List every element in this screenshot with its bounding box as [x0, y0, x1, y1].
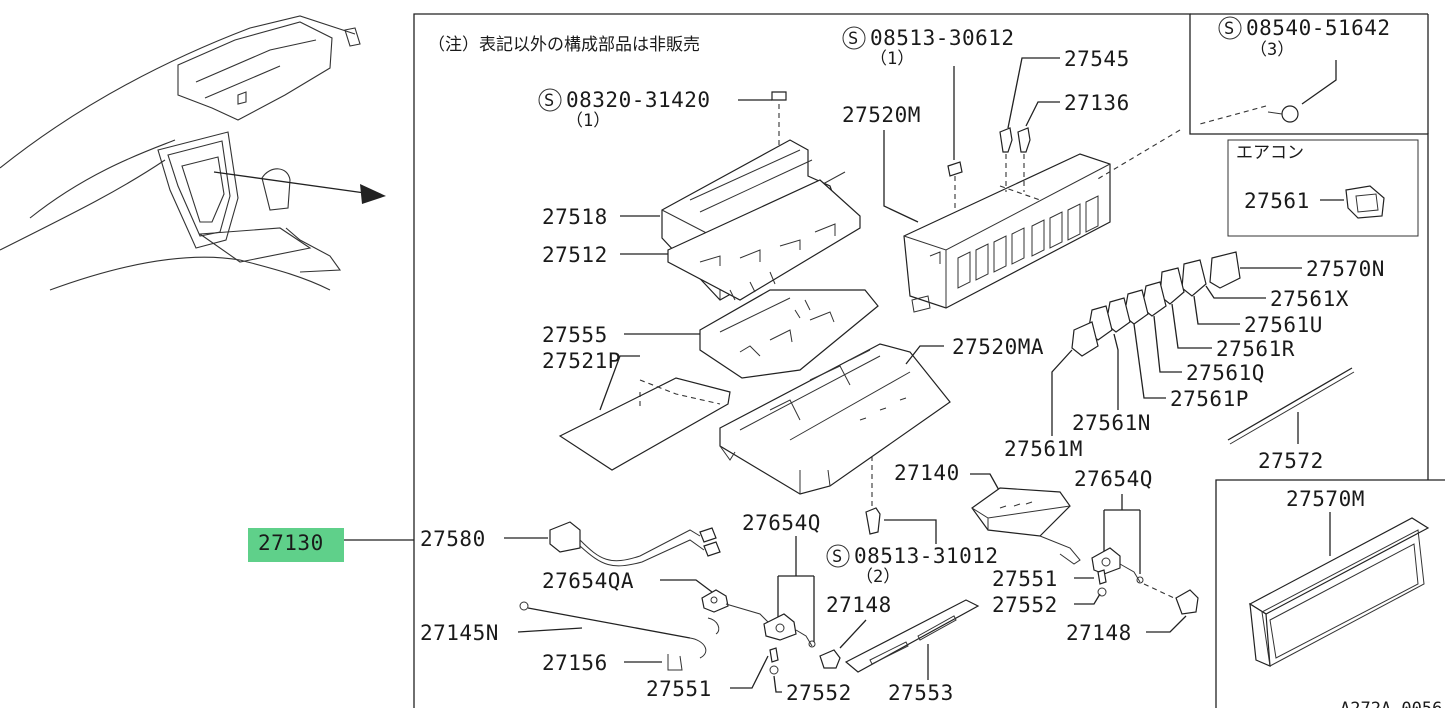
- part-27555-frame: [699, 289, 879, 379]
- part-27521P-gasket: [558, 377, 731, 471]
- part-27561Q-label[interactable]: 27561Q: [1186, 361, 1265, 385]
- diagram-code: A272A-0056: [1340, 699, 1442, 708]
- aircon-button-icon: [1345, 185, 1385, 219]
- part-27520MA-base: [719, 343, 951, 495]
- part-27654QA-label[interactable]: 27654QA: [542, 569, 634, 593]
- part-27518-label[interactable]: 27518: [542, 205, 608, 229]
- part-27561X-label[interactable]: 27561X: [1270, 287, 1349, 311]
- screw-symbol-icon: [538, 88, 562, 112]
- part-27552a-label[interactable]: 27552: [786, 681, 852, 705]
- diagram-frames: [413, 13, 1445, 708]
- part-27570N-label[interactable]: 27570N: [1306, 257, 1385, 281]
- part-27561P-label[interactable]: 27561P: [1170, 387, 1249, 411]
- part-27654Qa-label[interactable]: 27654Q: [742, 511, 821, 535]
- part-27136-label[interactable]: 27136: [1064, 91, 1130, 115]
- part-27130-label[interactable]: 27130: [258, 531, 324, 555]
- screw-code-s2[interactable]: 08513-30612: [870, 26, 1015, 50]
- clip-27156-icon: [667, 654, 683, 671]
- highlight-box: [248, 528, 344, 562]
- part-27561N-label[interactable]: 27561N: [1072, 411, 1151, 435]
- stopper-27148-icon: [819, 649, 841, 669]
- lever-assembly-left: [763, 613, 816, 648]
- part-27561M-label[interactable]: 27561M: [1004, 437, 1083, 461]
- knob-27136-icon: [1017, 127, 1031, 153]
- part-27552b-label[interactable]: 27552: [992, 593, 1058, 617]
- part-27580-harness: [549, 521, 721, 567]
- part-27570M-label[interactable]: 27570M: [1286, 487, 1365, 511]
- part-27551a-label[interactable]: 27551: [646, 677, 712, 701]
- screw-code-s1[interactable]: 08320-31420: [566, 88, 711, 112]
- push-buttons-row: [1071, 251, 1241, 357]
- part-27148b-label[interactable]: 27148: [1066, 621, 1132, 645]
- screw-symbol-s4: S: [832, 547, 842, 567]
- part-27140-housing: [971, 487, 1081, 565]
- part-27555-label[interactable]: 27555: [542, 323, 608, 347]
- screw-symbol-icon: [1218, 16, 1242, 40]
- dashboard-sketch: [0, 15, 386, 291]
- screw-08320-31420: S 08320-31420 （1）: [538, 88, 787, 226]
- part-27572-strip: [1227, 367, 1353, 441]
- cable-clip-27654QA-icon: [701, 589, 729, 613]
- screw-code-s3[interactable]: 08540-51642: [1246, 16, 1391, 40]
- screw-qty-s1: （1）: [566, 111, 610, 131]
- screw-symbol-icon: [842, 26, 866, 50]
- part-27140-label[interactable]: 27140: [894, 461, 960, 485]
- part-27520M-control-panel: [903, 153, 1111, 313]
- screw-symbol-s3: S: [1224, 19, 1234, 39]
- part-27545-label[interactable]: 27545: [1064, 47, 1130, 71]
- part-27145N-cable: [519, 601, 720, 659]
- part-27561U-label[interactable]: 27561U: [1244, 313, 1323, 337]
- note-text: （注）表記以外の構成部品は非販売: [428, 35, 700, 55]
- part-27156-label[interactable]: 27156: [542, 651, 608, 675]
- part-27520MA-label[interactable]: 27520MA: [952, 335, 1044, 359]
- screw-symbol-s1: S: [544, 91, 554, 111]
- part-27145N-label[interactable]: 27145N: [420, 621, 499, 645]
- aircon-label: エアコン: [1236, 143, 1304, 163]
- part-27654Qb-label[interactable]: 27654Q: [1074, 467, 1153, 491]
- part-27553-plate: [844, 599, 980, 673]
- part-27572-label[interactable]: 27572: [1258, 449, 1324, 473]
- screw-qty-s4: （2）: [856, 567, 900, 587]
- screw-qty-s2: （1）: [870, 49, 914, 69]
- screw-08513-30612: S 08513-30612 （1）: [842, 26, 1015, 240]
- part-27561R-label[interactable]: 27561R: [1216, 337, 1295, 361]
- stopper-27148b-icon: [1175, 589, 1199, 615]
- part-27580-label[interactable]: 27580: [420, 527, 486, 551]
- part-27553-label[interactable]: 27553: [888, 681, 954, 705]
- lever-assembly-right: [1091, 547, 1175, 599]
- part-27512-label[interactable]: 27512: [542, 243, 608, 267]
- part-27512-bracket: [667, 179, 861, 301]
- screw-qty-s3: （3）: [1250, 40, 1294, 60]
- part-27148a-label[interactable]: 27148: [826, 593, 892, 617]
- screw-08513-31012: S 08513-31012 （2）: [826, 507, 999, 587]
- part-27521P-label[interactable]: 27521P: [542, 349, 621, 373]
- screw-08540-51642: S 08540-51642 （3）: [1095, 16, 1391, 181]
- screw-code-s4[interactable]: 08513-31012: [854, 544, 999, 568]
- screw-symbol-icon: [826, 544, 850, 568]
- knob-27545-icon: [999, 127, 1013, 153]
- part-27520M-label[interactable]: 27520M: [842, 103, 921, 127]
- part-27570M-bezel: [1248, 517, 1430, 667]
- part-27561-label[interactable]: 27561: [1244, 189, 1310, 213]
- part-27551b-label[interactable]: 27551: [992, 567, 1058, 591]
- screw-symbol-s2: S: [848, 29, 858, 49]
